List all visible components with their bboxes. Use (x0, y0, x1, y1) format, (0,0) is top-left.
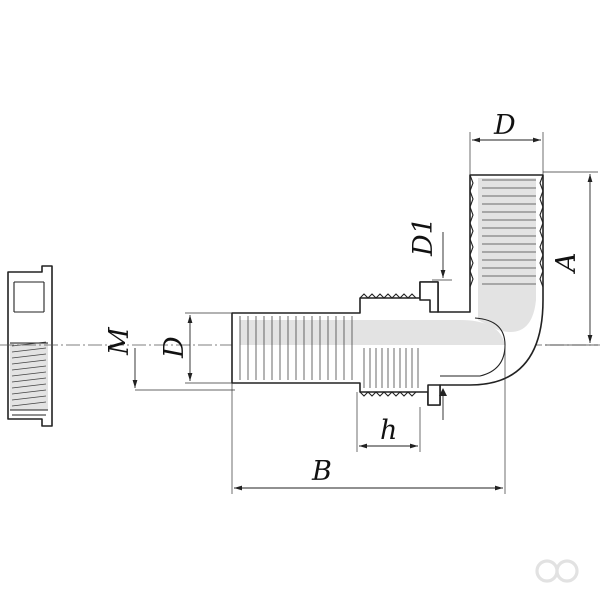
label-length: B (311, 456, 332, 487)
dimension-thread: M (104, 326, 235, 391)
label-thread: M (104, 326, 135, 356)
elbow-body (231, 174, 544, 406)
left-barb-ridges (239, 316, 353, 380)
thread-section-lines (363, 348, 419, 388)
dimension-socket-diameter: D1 (408, 217, 452, 420)
dimension-thread-length: h (356, 392, 421, 452)
label-height: A (551, 253, 582, 276)
nut-thread-hatching (11, 341, 47, 407)
dimension-top-diameter: D (469, 110, 544, 175)
dimension-left-diameter: D (159, 312, 232, 384)
label-socket-diameter: D1 (408, 217, 439, 257)
nut-section-view (7, 265, 53, 427)
top-barb-ridges (482, 179, 536, 285)
label-top-diameter: D (493, 110, 516, 141)
dimension-length: B (231, 345, 506, 494)
double-ring-logo-icon (535, 559, 579, 583)
label-left-diameter: D (159, 336, 190, 359)
dimension-height: A (543, 171, 598, 346)
label-thread-length: h (380, 415, 397, 446)
